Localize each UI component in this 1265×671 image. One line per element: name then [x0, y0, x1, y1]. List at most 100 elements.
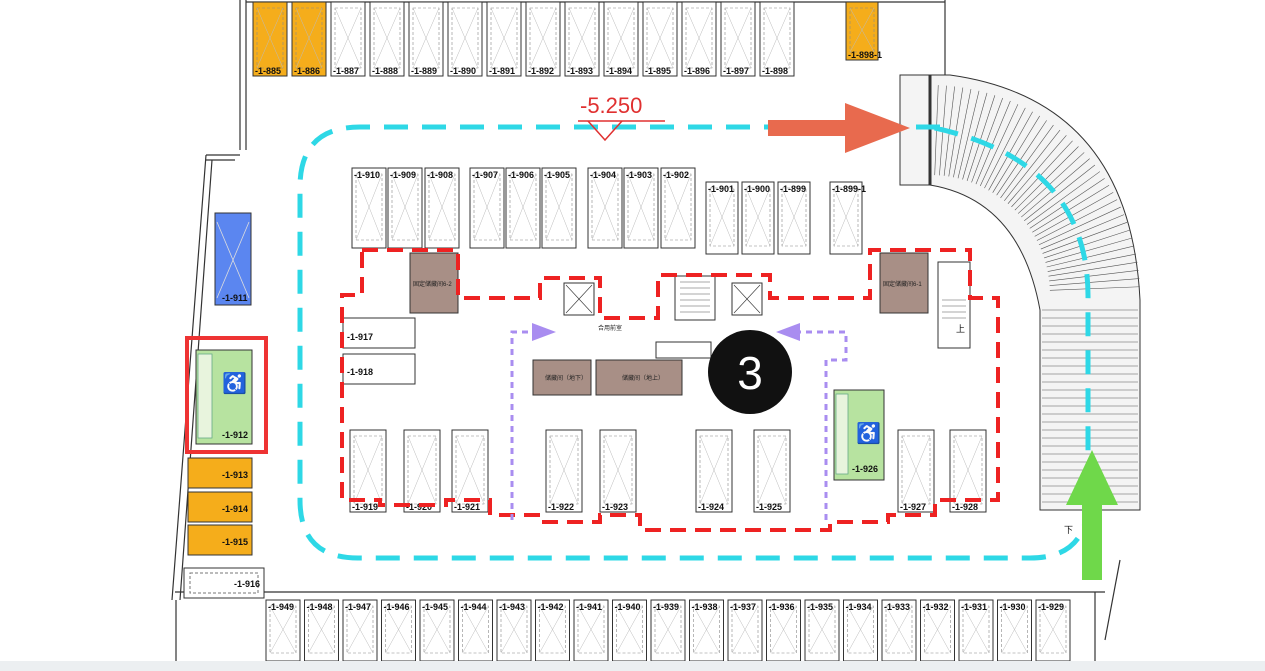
parking-slot: -1-892 [525, 1, 561, 77]
slot-label: -1-901 [708, 184, 734, 194]
slot-label: -1-898 [762, 66, 788, 76]
bottom-scroll-strip [0, 661, 1265, 671]
slot-label: -1-894 [606, 66, 632, 76]
exit-arrow [768, 103, 910, 153]
slot-label: -1-944 [461, 602, 487, 612]
parking-slot: -1-942 [535, 599, 570, 662]
slot-label: -1-885 [255, 66, 281, 76]
parking-row-bottom: -1-949 -1-948 -1-947 -1-946 -1-945 -1-944 -1-9… [265, 599, 1071, 662]
slot-label: -1-887 [333, 66, 359, 76]
core-area: 固定储藏间6-2 固定储藏间6-1 合用前室 储藏间（地下） 储藏间（地上） 上… [409, 252, 1073, 535]
ramp-down-label: 下 [1064, 525, 1073, 535]
parking-slot: -1-891 [486, 1, 522, 77]
parking-slot: -1-910 [351, 167, 387, 249]
parking-slot: -1-897 [720, 1, 756, 77]
parking-slot: -1-941 [573, 599, 609, 662]
slot-label: -1-916 [234, 579, 260, 589]
slot-label: -1-937 [730, 602, 756, 612]
elevation-label: -5.250 [580, 93, 642, 118]
slot-label: -1-938 [692, 602, 718, 612]
slot-label: -1-905 [544, 170, 570, 180]
room-label: 储藏间（地上） [622, 374, 664, 382]
parking-slot: -1-922 [545, 429, 583, 513]
parking-slot: -1-934 [843, 599, 878, 662]
parking-row-top: -1-885 -1-886 -1-887 -1-888 -1-889 -1-890 -1-8… [252, 1, 882, 77]
slot-label: -1-926 [852, 464, 878, 474]
parking-slot: -1-946 [381, 599, 416, 662]
parking-slot: -1-906 [505, 167, 541, 249]
parking-slot: -1-924 [695, 429, 733, 513]
parking-slot: -1-886 [291, 1, 327, 77]
slot-label: -1-900 [744, 184, 770, 194]
parking-slot: -1-933 [881, 599, 917, 662]
parking-slot: -1-929 [1035, 599, 1071, 662]
slot-label: -1-927 [900, 502, 926, 512]
slot-label: -1-945 [422, 602, 448, 612]
slot-label: -1-921 [454, 502, 480, 512]
slot-label: -1-935 [807, 602, 833, 612]
parking-slot: -1-921 [451, 429, 489, 513]
zone-outline [340, 248, 1000, 532]
curved-ramp [899, 74, 1141, 511]
slot-label: -1-904 [590, 170, 616, 180]
slot-label: -1-899 [780, 184, 806, 194]
slot-label: -1-902 [663, 170, 689, 180]
parking-slot: -1-940 [612, 599, 647, 662]
parking-slot: -1-900 [741, 181, 775, 255]
slot-label: -1-934 [846, 602, 872, 612]
area-badge: 3 [708, 330, 792, 414]
parking-slot: -1-894 [603, 1, 639, 77]
slot-label: -1-918 [347, 367, 373, 377]
parking-slot: -1-943 [496, 599, 532, 662]
slot-label: -1-947 [345, 602, 371, 612]
slot-label: -1-886 [294, 66, 320, 76]
parking-slot: -1-923 [599, 429, 637, 513]
parking-slot: -1-930 [997, 599, 1032, 662]
wheelchair-icon: ♿ [222, 371, 247, 395]
parking-slot: -1-901 [705, 181, 739, 255]
slot-label: -1-949 [268, 602, 294, 612]
slot-label: -1-941 [576, 602, 602, 612]
parking-slot: -1-899 [777, 181, 811, 255]
slot-label: -1-936 [769, 602, 795, 612]
slot-label: -1-914 [222, 504, 248, 514]
accessible-slot-inner: ♿ -1-926 [833, 389, 885, 481]
slot-label: -1-929 [1038, 602, 1064, 612]
parking-slot: -1-889 [408, 1, 444, 77]
slot-label: -1-940 [615, 602, 641, 612]
slot-label: -1-925 [756, 502, 782, 512]
slot-label: -1-913 [222, 470, 248, 480]
room-label: 固定储藏间6-1 [883, 280, 922, 288]
slot-label: -1-912 [222, 430, 248, 440]
parking-slot: -1-887 [330, 1, 366, 77]
slot-label: -1-909 [390, 170, 416, 180]
slot-label: -1-907 [472, 170, 498, 180]
parking-slot: -1-949 [265, 599, 301, 662]
parking-slot: -1-899-1 [829, 181, 866, 255]
slot-label: -1-896 [684, 66, 710, 76]
parking-slot: -1-938 [689, 599, 724, 662]
parking-slot: -1-888 [369, 1, 405, 77]
slot-label: -1-917 [347, 332, 373, 342]
highlight-box [185, 336, 268, 454]
slot-label: -1-888 [372, 66, 398, 76]
slot-label: -1-948 [307, 602, 333, 612]
parking-slot: -1-920 [403, 429, 441, 513]
parking-slot: -1-893 [564, 1, 600, 77]
parking-slot: -1-903 [623, 167, 659, 249]
parking-slot: -1-945 [419, 599, 455, 662]
parking-slot: -1-885 [252, 1, 288, 77]
ring-route [297, 124, 1091, 561]
parking-slot: -1-937 [727, 599, 763, 662]
parking-slot: -1-907 [469, 167, 505, 249]
slot-label: -1-922 [548, 502, 574, 512]
parking-slot: -1-935 [804, 599, 840, 662]
parking-slot: -1-932 [920, 599, 955, 662]
slot-label: -1-919 [352, 502, 378, 512]
slot-label: -1-889 [411, 66, 437, 76]
slot-label: -1-942 [538, 602, 564, 612]
parking-slot: -1-944 [458, 599, 493, 662]
slot-label: -1-890 [450, 66, 476, 76]
stair-up-label: 上 [956, 324, 965, 334]
